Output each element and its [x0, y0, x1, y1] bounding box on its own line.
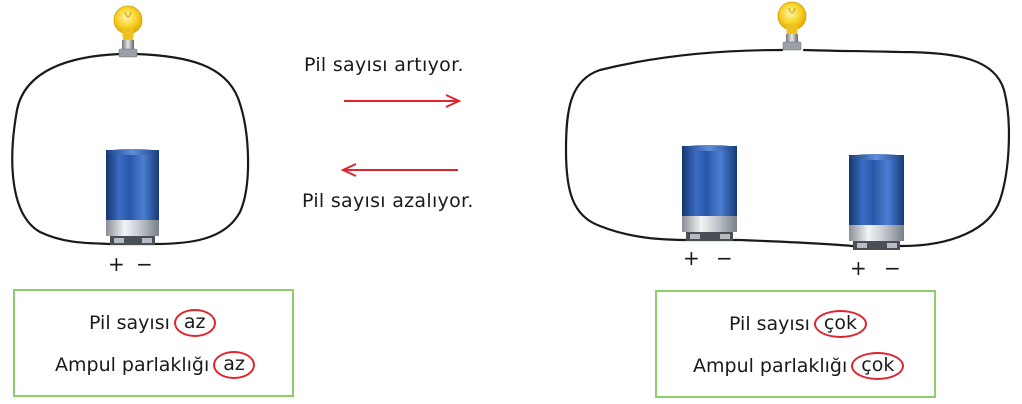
left-brightness-value: az [213, 351, 255, 379]
right-brightness-value: çok [851, 352, 905, 380]
left-brightness-label: Ampul parlaklığı [55, 354, 210, 376]
arrow-left-icon [340, 163, 458, 177]
right-brightness-label: Ampul parlaklığı [693, 355, 848, 377]
left-plus-sign: + [108, 252, 125, 276]
left-count-value: az [173, 309, 216, 337]
battery-icon [682, 145, 737, 241]
left-circuit-wire [11, 52, 250, 246]
left-minus-sign: − [136, 252, 153, 276]
light-bulb-icon [777, 1, 807, 51]
right-count-value: çok [813, 310, 867, 338]
right-battery1-minus-sign: − [716, 246, 733, 270]
right-circuit-wire [564, 48, 1010, 248]
battery-icon [106, 149, 159, 245]
left-count-row: Pil sayısı az [89, 309, 216, 337]
right-count-label: Pil sayısı [729, 313, 810, 335]
right-count-row: Pil sayısı çok [729, 310, 867, 338]
right-battery2-plus-sign: + [850, 256, 867, 280]
decrease-label: Pil sayısı azalıyor. [302, 190, 474, 212]
battery-icon [849, 154, 904, 250]
left-count-label: Pil sayısı [89, 312, 170, 334]
right-battery1-plus-sign: + [683, 246, 700, 270]
left-summary-box: Pil sayısı az Ampul parlaklığı az [13, 289, 294, 397]
left-brightness-row: Ampul parlaklığı az [55, 351, 255, 379]
light-bulb-icon [113, 5, 143, 58]
arrow-right-icon [344, 94, 462, 108]
right-battery2-minus-sign: − [884, 256, 901, 280]
right-summary-box: Pil sayısı çok Ampul parlaklığı çok [655, 290, 936, 398]
right-brightness-row: Ampul parlaklığı çok [693, 352, 905, 380]
increase-label: Pil sayısı artıyor. [304, 54, 464, 76]
